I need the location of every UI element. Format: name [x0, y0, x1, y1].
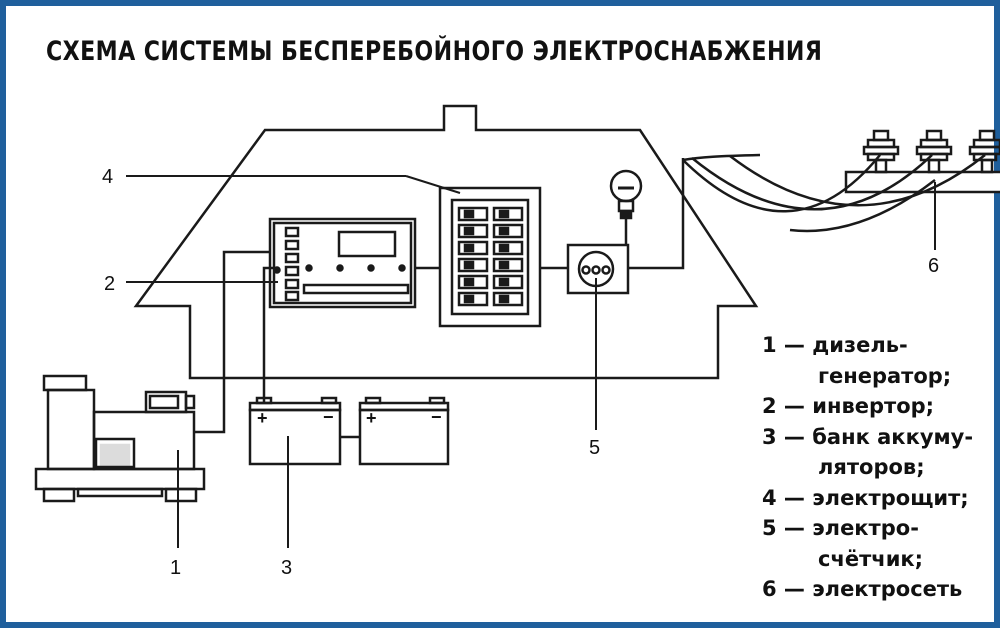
- legend-line: 2 — инвертор;: [762, 394, 935, 418]
- battery-1-minus: −: [323, 407, 334, 427]
- lightbulb-icon: [609, 169, 643, 245]
- callout-leaders: [126, 175, 936, 548]
- callout-4: 4: [102, 166, 113, 188]
- grid-feed-wire: [628, 158, 685, 270]
- callout-1: 1: [170, 557, 181, 579]
- power-line: [682, 129, 1000, 233]
- legend: 1 — дизель- генератор; 2 — инвертор; 3 —…: [762, 330, 994, 605]
- insulator-1: [862, 129, 900, 174]
- electrical-panel: [438, 186, 542, 328]
- inverter: [268, 217, 417, 309]
- insulator-2: [915, 129, 953, 174]
- insulator-3: [968, 129, 1000, 174]
- callout-2: 2: [104, 273, 115, 295]
- legend-line: ляторов;: [818, 455, 925, 479]
- generator-inverter-wire: [194, 250, 270, 434]
- legend-line: счётчик;: [818, 546, 924, 571]
- battery-2-plus: +: [366, 408, 377, 428]
- battery-inverter-wire: [262, 266, 273, 403]
- battery-1-plus: +: [257, 408, 268, 428]
- callout-5: 5: [589, 437, 600, 459]
- breaker-rows: [457, 206, 524, 307]
- callout-3: 3: [281, 557, 292, 579]
- house-outline: [133, 104, 759, 380]
- legend-line: 5 — электро-: [762, 516, 919, 540]
- legend-line: 6 — электросеть: [762, 577, 963, 601]
- callout-6: 6: [928, 255, 939, 277]
- battery-2-minus: −: [431, 407, 442, 427]
- diesel-generator: [34, 374, 206, 503]
- legend-line: 1 — дизель-: [762, 333, 908, 357]
- diagram-title: СХЕМА СИСТЕМЫ БЕСПЕРЕБОЙНОГО ЭЛЕКТРОСНАБ…: [46, 36, 823, 67]
- electricity-meter: [566, 243, 630, 295]
- legend-line: генератор;: [818, 363, 952, 388]
- legend-line: 3 — банк аккуму-: [762, 424, 974, 449]
- legend-line: 4 — электрощит;: [762, 485, 969, 510]
